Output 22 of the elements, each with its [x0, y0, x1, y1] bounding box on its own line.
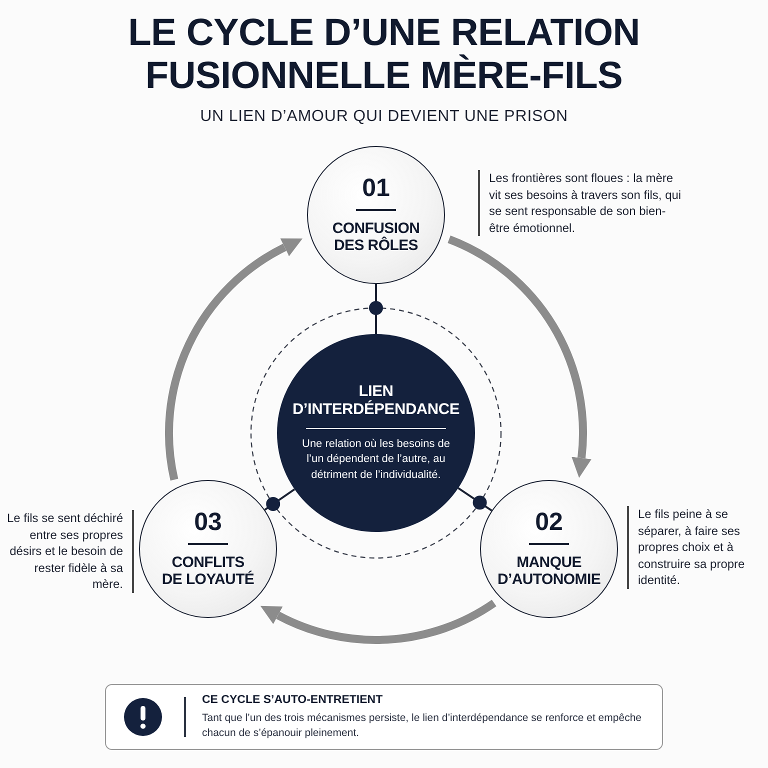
side-note: Les frontières sont floues : la mère vit ses besoins à travers son fils, qui se sent responsable de son bien-être émotionnel.: [478, 170, 683, 236]
step-number: 03: [194, 510, 222, 535]
cycle-arrow: [260, 600, 496, 644]
side-note: Le fils se sent déchiré entre ses propres désirs et le besoin de rester fidèle à sa mère.: [6, 510, 134, 593]
step-title: CONFUSION DES RÔLES: [331, 220, 421, 254]
side-note: Le fils peine à se séparer, à faire ses propres choix et à construire sa propre identité.: [627, 506, 759, 589]
title: LE CYCLE D’UNE RELATION FUSIONNELLE MÈRE-FILS: [127, 12, 641, 98]
subtitle: UN LIEN D’AMOUR QUI DEVIENT UNE PRISON: [200, 108, 568, 126]
connector-line: [458, 487, 492, 512]
callout-text: Tant que l’un des trois mécanismes persiste, le lien d’interdépendance se renforce et empêche chacun de s’épanouir pleinement.: [202, 710, 642, 741]
cycle-arrow: [165, 237, 302, 480]
hub-text: Une relation où les besoins de l’un dépendent de l’autre, au détriment de l’individualité.: [301, 437, 451, 483]
connector-line: [264, 488, 296, 511]
hub-heading: LIEN D’INTERDÉPENDANCE: [291, 383, 461, 419]
callout-box: [105, 684, 663, 750]
callout-heading: CE CYCLE S’AUTO-ENTRETIENT: [202, 692, 383, 708]
connector-line: [375, 284, 377, 334]
step-number: 02: [535, 510, 563, 535]
step-number: 01: [362, 176, 390, 201]
cycle-arrow: [447, 236, 592, 478]
step-title: CONFLITS DE LOYAUTÉ: [160, 554, 256, 588]
step-title: MANQUE D’AUTONOMIE: [496, 554, 602, 588]
